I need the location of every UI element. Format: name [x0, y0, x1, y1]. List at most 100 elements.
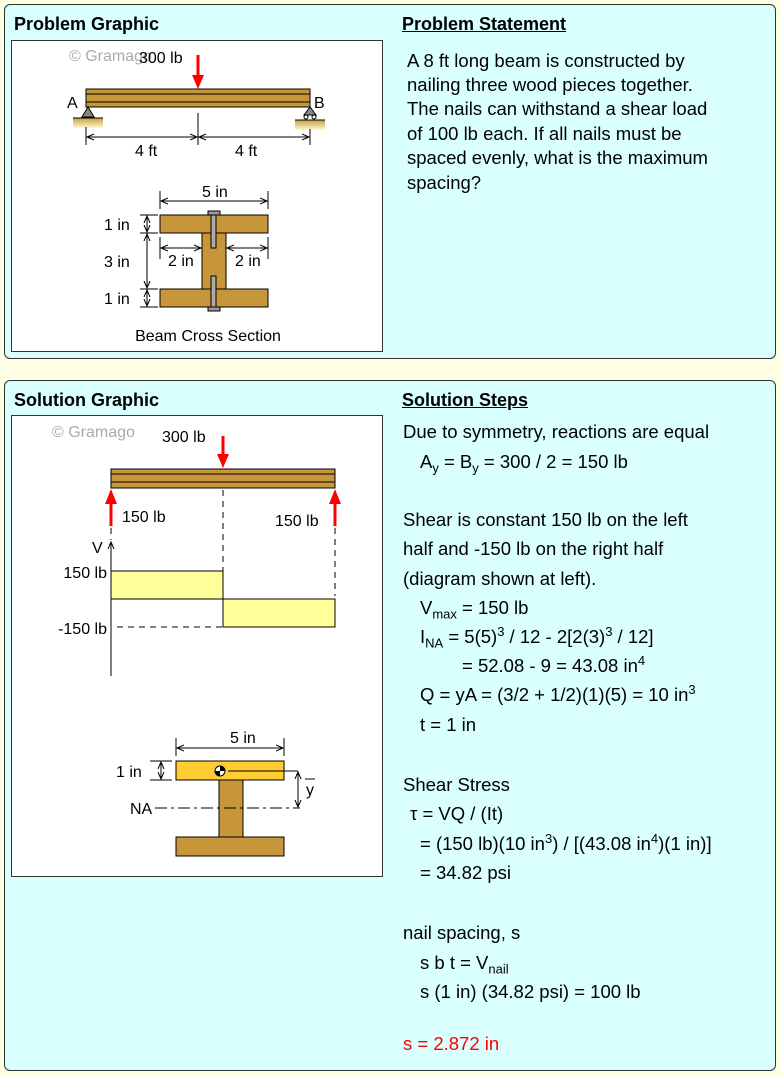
support-a-label: A — [67, 95, 78, 112]
step-text: Due to symmetry, reactions are equal — [403, 421, 710, 442]
solution-step: Vmax = 150 lb — [420, 597, 529, 622]
solution-graphic-title: Solution Graphic — [14, 390, 160, 410]
load-arrow-head — [192, 75, 204, 89]
problem-statement-title: Problem Statement — [402, 14, 567, 34]
ybar-label: y — [306, 782, 314, 799]
step-text: = 52.08 - 9 = 43.08 in — [462, 655, 638, 676]
shear-diagram: © Gramago 300 lb 150 lb 150 lb V 150 lb … — [52, 424, 341, 857]
solution-step: = 52.08 - 9 = 43.08 in4 — [462, 652, 646, 677]
step-text: s (1 in) (34.82 psi) = 100 lb — [420, 981, 641, 1002]
solution-step: Ay = By = 300 / 2 = 150 lb — [420, 451, 628, 476]
width-label: 5 in — [202, 184, 228, 201]
shear-positive-bar — [110, 570, 224, 600]
watermark: © Gramago — [69, 48, 152, 65]
step-text: NA — [425, 635, 444, 651]
solution-step: τ = VQ / (It) — [410, 803, 503, 825]
step-text: max — [432, 606, 457, 622]
cross-section — [150, 738, 300, 857]
reaction-arrow-left — [105, 489, 117, 526]
reaction-arrow-right — [329, 489, 341, 526]
watermark: © Gramago — [52, 424, 135, 441]
step-text: y — [472, 460, 479, 476]
step-text: 4 — [637, 652, 646, 668]
solution-step: Q = yA = (3/2 + 1/2)(1)(5) = 10 in3 — [420, 681, 696, 706]
solution-step: half and -150 lb on the right half — [403, 538, 663, 560]
reaction-left-label: 150 lb — [122, 509, 166, 526]
overhang-right-label: 2 in — [235, 253, 261, 270]
step-text: 3 — [605, 623, 613, 639]
step-text: A — [420, 451, 433, 472]
shear-neg-label: -150 lb — [58, 621, 107, 638]
step-text: / 12 - 2[2(3) — [504, 626, 606, 647]
pin-support-a — [73, 106, 103, 128]
step-text: Shear is constant 150 lb on the left — [403, 509, 688, 530]
solution-steps-title: Solution Steps — [402, 390, 528, 410]
span-dimension — [85, 113, 311, 145]
support-b-label: B — [314, 95, 325, 112]
bottom-flange-label: 1 in — [104, 291, 130, 308]
step-text: 4 — [650, 830, 659, 846]
statement-line: of 100 lb each. If all nails must be — [407, 123, 682, 144]
problem-graphic: © Gramago 300 lb A B 4 ft 4 ft — [11, 40, 383, 352]
step-text: = 34.82 psi — [420, 862, 512, 883]
step-text: I — [420, 626, 426, 647]
solution-graphic: © Gramago 300 lb 150 lb 150 lb V 150 lb … — [11, 415, 383, 877]
step-text: y — [432, 460, 439, 476]
solution-step: (diagram shown at left). — [403, 568, 596, 590]
solution-step: s (1 in) (34.82 psi) = 100 lb — [420, 981, 641, 1003]
load-arrow-head — [217, 454, 229, 468]
load-label: 300 lb — [139, 50, 183, 67]
statement-line: nailing three wood pieces together. — [407, 74, 693, 95]
step-text: )(1 in)] — [658, 833, 712, 854]
centroid-icon — [214, 765, 226, 777]
step-text: = 300 / 2 = 150 lb — [478, 451, 628, 472]
span-left-label: 4 ft — [135, 143, 158, 160]
solution-step: t = 1 in — [420, 714, 476, 736]
beam — [110, 468, 336, 489]
step-text: 3 — [544, 830, 553, 846]
step-text: / 12] — [612, 626, 654, 647]
cross-section — [140, 191, 269, 312]
na-label: NA — [130, 801, 153, 818]
step-text: s b t = V — [420, 952, 489, 973]
solution-step: INA = 5(5)3 / 12 - 2[2(3)3 / 12] — [420, 623, 654, 651]
step-text: 3 — [688, 681, 696, 697]
problem-graphic-title: Problem Graphic — [14, 14, 160, 34]
step-text: s = 2.872 in — [403, 1033, 500, 1054]
cross-section-caption: Beam Cross Section — [135, 328, 281, 345]
solution-step: = 34.82 psi — [420, 862, 511, 884]
step-text: = 5(5) — [443, 626, 498, 647]
final-answer: s = 2.872 in — [403, 1033, 499, 1055]
guide-lines — [110, 490, 336, 628]
solution-step: = (150 lb)(10 in3) / [(43.08 in4)(1 in)] — [420, 830, 712, 855]
overhang-left-label: 2 in — [168, 253, 194, 270]
solution-step: Shear Stress — [403, 774, 510, 796]
step-text: Shear Stress — [403, 774, 510, 795]
step-text: V — [420, 597, 433, 618]
step-text: nail spacing, s — [403, 922, 521, 943]
step-text: = 150 lb — [456, 597, 529, 618]
statement-line: A 8 ft long beam is constructed by — [407, 50, 685, 71]
flange-label: 1 in — [116, 764, 142, 781]
statement-line: spacing? — [407, 172, 482, 193]
solution-step: Due to symmetry, reactions are equal — [403, 421, 709, 443]
step-text: τ = VQ / (It) — [410, 803, 504, 824]
solution-step: s b t = Vnail — [420, 952, 509, 976]
statement-line: The nails can withstand a shear load — [407, 98, 708, 119]
step-text: (diagram shown at left). — [403, 568, 597, 589]
step-text: half and -150 lb on the right half — [403, 538, 664, 559]
width-label: 5 in — [230, 730, 256, 747]
step-text: = (150 lb)(10 in — [420, 833, 545, 854]
step-text: Q = yA = (3/2 + 1/2)(1)(5) = 10 in — [420, 684, 689, 705]
shear-pos-label: 150 lb — [63, 565, 107, 582]
step-text: ) / [(43.08 in — [552, 833, 651, 854]
beam — [85, 88, 311, 108]
step-text: = B — [438, 451, 473, 472]
step-text: t = 1 in — [420, 714, 477, 735]
solution-step: nail spacing, s — [403, 922, 520, 944]
web-height-label: 3 in — [104, 254, 130, 271]
load-label: 300 lb — [162, 429, 206, 446]
shear-negative-bar — [222, 598, 336, 628]
beam-diagram: © Gramago 300 lb A B 4 ft 4 ft — [67, 48, 325, 345]
roller-support-b — [295, 106, 325, 130]
